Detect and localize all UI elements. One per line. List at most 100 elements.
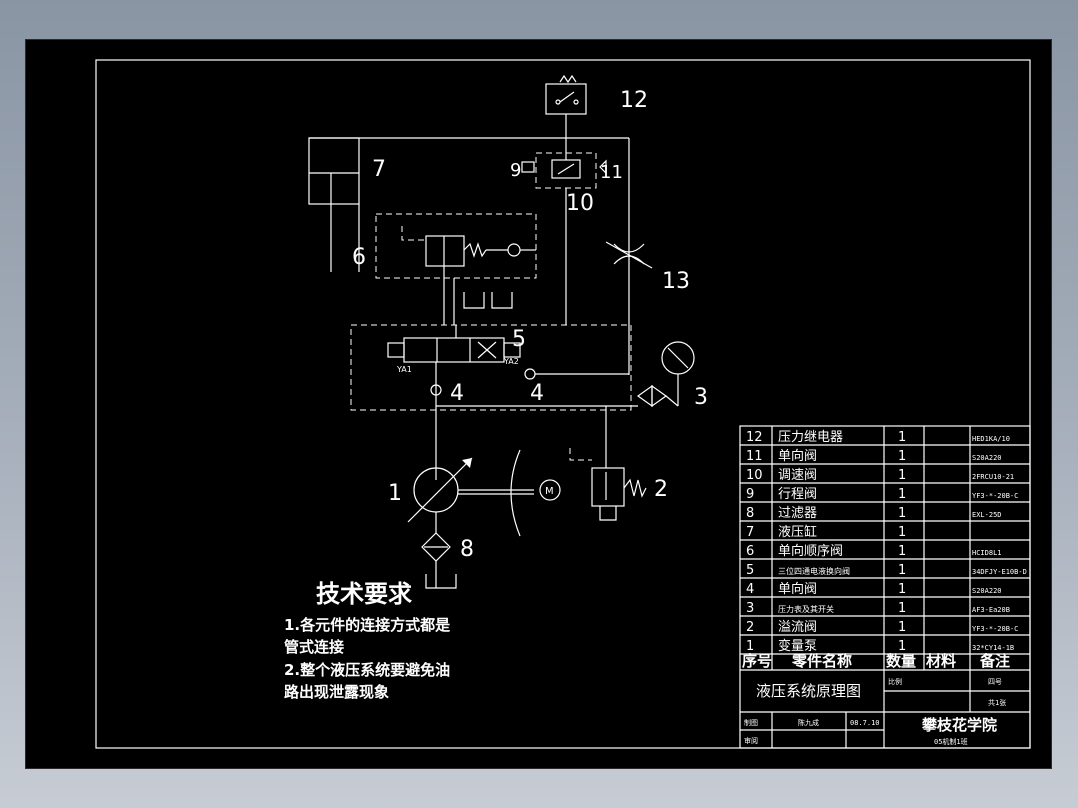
class-name: 05机制1班 bbox=[934, 737, 968, 746]
table-cell-name: 三位四通电液换向阀 bbox=[778, 566, 850, 576]
table-cell-qty: 1 bbox=[898, 582, 906, 597]
hydraulic-schematic: 12 7 9 11 10 6 13 5 YA1 YA2 4 4 3 2 1 8 … bbox=[95, 59, 1031, 749]
drawn-date: 08.7.10 bbox=[850, 719, 880, 727]
table-cell-name: 压力表及其开关 bbox=[778, 604, 834, 614]
label-2: 2 bbox=[654, 477, 668, 502]
drawing-title: 液压系统原理图 bbox=[756, 682, 861, 700]
table-cell-no: 4 bbox=[746, 582, 754, 597]
checked-label: 审阅 bbox=[744, 736, 758, 745]
sheet-number: 四号 bbox=[988, 678, 1002, 686]
label-ya2: YA2 bbox=[503, 357, 519, 366]
table-cell-no: 7 bbox=[746, 525, 754, 540]
table-cell-qty: 1 bbox=[898, 487, 906, 502]
label-3: 3 bbox=[694, 385, 708, 410]
filter-8 bbox=[421, 532, 457, 589]
requirement-line-1: 1.各元件的连接方式都是 bbox=[284, 616, 451, 634]
table-cell-no: 11 bbox=[746, 449, 763, 464]
relief-valve-2 bbox=[569, 406, 647, 521]
variable-pump-1 bbox=[407, 449, 561, 537]
label-6: 6 bbox=[352, 245, 366, 270]
table-cell-no: 12 bbox=[746, 430, 763, 445]
pressure-gauge-3 bbox=[436, 341, 695, 408]
table-cell-no: 8 bbox=[746, 506, 754, 521]
check-valve-4-right bbox=[524, 368, 629, 380]
label-10: 10 bbox=[566, 191, 594, 216]
table-cell-qty: 1 bbox=[898, 468, 906, 483]
table-cell-no: 5 bbox=[746, 563, 754, 578]
throttle-13 bbox=[605, 241, 653, 269]
table-cell-name: 单向顺序阀 bbox=[778, 543, 843, 559]
table-cell-name: 压力继电器 bbox=[778, 430, 843, 445]
table-cell-name: 溢流阀 bbox=[778, 620, 817, 635]
inner-border bbox=[95, 59, 1031, 749]
label-1: 1 bbox=[388, 481, 402, 506]
scale-label: 比例 bbox=[888, 677, 902, 686]
table-cell-qty: 1 bbox=[898, 430, 906, 445]
table-cell-no: 3 bbox=[746, 601, 754, 616]
header-note: 备注 bbox=[979, 652, 1010, 670]
table-cell-qty: 1 bbox=[898, 525, 906, 540]
table-cell-note: YF3-*-20B-C bbox=[972, 492, 1018, 500]
requirement-line-4: 路出现泄露现象 bbox=[284, 683, 389, 701]
drawn-by: 陈九成 bbox=[798, 718, 819, 727]
table-cell-no: 10 bbox=[746, 468, 763, 483]
parts-table bbox=[739, 425, 1031, 749]
table-cell-note: S20A220 bbox=[972, 454, 1002, 462]
check-valve-4-left bbox=[430, 384, 442, 480]
table-cell-qty: 1 bbox=[898, 620, 906, 635]
table-cell-no: 2 bbox=[746, 620, 754, 635]
label-ya1: YA1 bbox=[396, 365, 412, 374]
requirements-title: 技术要求 bbox=[316, 580, 412, 608]
table-cell-name: 单向阀 bbox=[778, 581, 817, 597]
speed-control-valve-10 bbox=[521, 152, 607, 310]
label-11: 11 bbox=[600, 162, 623, 183]
sheet-count: 共1张 bbox=[988, 698, 1006, 707]
motor-label: M bbox=[545, 486, 554, 497]
table-cell-qty: 1 bbox=[898, 601, 906, 616]
label-8: 8 bbox=[460, 537, 474, 562]
label-7: 7 bbox=[372, 157, 386, 182]
table-cell-no: 9 bbox=[746, 487, 754, 502]
directional-valve-5 bbox=[350, 310, 632, 411]
table-cell-note: HCID8L1 bbox=[972, 549, 1002, 557]
requirement-line-2: 管式连接 bbox=[284, 638, 344, 656]
label-9: 9 bbox=[510, 160, 521, 181]
label-13: 13 bbox=[662, 269, 690, 294]
table-cell-note: 32*CY14-1B bbox=[972, 644, 1014, 652]
school-name: 攀枝花学院 bbox=[921, 716, 997, 734]
label-5: 5 bbox=[512, 327, 526, 352]
table-cell-qty: 1 bbox=[898, 563, 906, 578]
drawn-label: 制图 bbox=[744, 718, 758, 727]
table-cell-qty: 1 bbox=[898, 639, 906, 654]
table-cell-note: EXL-25D bbox=[972, 511, 1002, 519]
table-cell-name: 液压缸 bbox=[778, 524, 817, 540]
label-4-left: 4 bbox=[450, 381, 464, 406]
pressure-relay-12 bbox=[545, 74, 587, 160]
header-qty: 数量 bbox=[886, 652, 916, 670]
header-material: 材料 bbox=[926, 652, 956, 670]
table-cell-note: YF3-*-20B-C bbox=[972, 625, 1018, 633]
table-cell-note: AF3-Ea20B bbox=[972, 606, 1010, 614]
sequence-valve-6 bbox=[375, 213, 537, 325]
header-no: 序号 bbox=[742, 652, 772, 670]
header-name: 零件名称 bbox=[791, 652, 852, 670]
label-4-right: 4 bbox=[530, 381, 544, 406]
table-cell-no: 1 bbox=[746, 639, 754, 654]
requirement-line-3: 2.整个液压系统要避免油 bbox=[284, 661, 450, 679]
drawing-sheet: 12 7 9 11 10 6 13 5 YA1 YA2 4 4 3 2 1 8 … bbox=[25, 39, 1052, 769]
table-cell-name: 变量泵 bbox=[778, 638, 817, 654]
table-cell-note: S20A220 bbox=[972, 587, 1002, 595]
table-cell-qty: 1 bbox=[898, 544, 906, 559]
table-cell-qty: 1 bbox=[898, 449, 906, 464]
table-cell-name: 行程阀 bbox=[778, 487, 817, 502]
table-cell-name: 单向阀 bbox=[778, 448, 817, 464]
table-cell-note: HED1KA/10 bbox=[972, 435, 1010, 443]
table-cell-note: 34DFJY-E10B-D bbox=[972, 568, 1027, 576]
label-12: 12 bbox=[620, 88, 648, 113]
table-cell-no: 6 bbox=[746, 544, 754, 559]
table-cell-qty: 1 bbox=[898, 506, 906, 521]
table-cell-note: 2FRCU10-21 bbox=[972, 473, 1014, 481]
table-cell-name: 过滤器 bbox=[778, 506, 817, 521]
table-cell-name: 调速阀 bbox=[778, 468, 817, 483]
